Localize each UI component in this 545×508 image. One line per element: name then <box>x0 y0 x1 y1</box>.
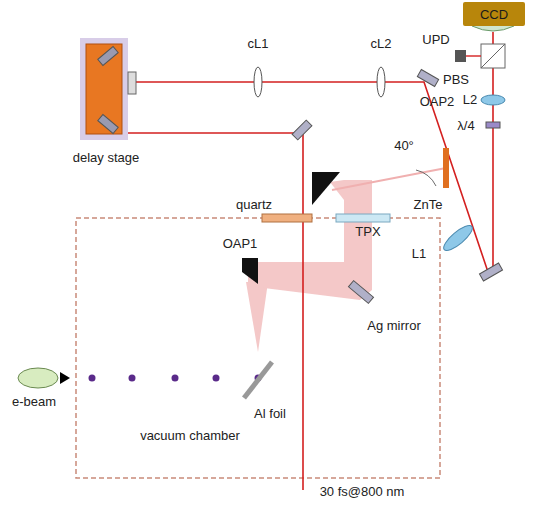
part-label: 30 fs@800 nm <box>320 485 405 499</box>
part-label: Ag mirror <box>367 319 420 333</box>
tpx-window <box>336 214 390 222</box>
part-label: L1 <box>412 247 426 261</box>
part-label: λ/4 <box>457 119 474 133</box>
part-label: delay stage <box>73 151 140 165</box>
part-label: ZnTe <box>414 198 443 212</box>
part-label: PBS <box>443 73 469 87</box>
laser-beam <box>128 32 493 490</box>
electron-source <box>18 368 58 388</box>
vacuum-chamber <box>76 218 440 478</box>
part-label: vacuum chamber <box>140 429 240 443</box>
cylindrical-lens <box>254 67 262 97</box>
cylindrical-lens <box>377 67 385 97</box>
part-label: 40° <box>394 139 414 153</box>
part-label: cL1 <box>248 37 269 51</box>
part-label: OAP1 <box>223 237 258 251</box>
part-label: e-beam <box>12 395 56 409</box>
quartz-window <box>262 214 312 222</box>
part-label: Al foil <box>254 407 286 421</box>
part-label: TPX <box>355 225 380 239</box>
part-label: cL2 <box>371 37 392 51</box>
part-label: quartz <box>236 198 272 212</box>
znte-crystal <box>443 148 449 188</box>
part-label: UPD <box>422 33 449 47</box>
delay-stage <box>80 38 128 140</box>
parabolic-mirror <box>312 172 340 205</box>
part-label: L2 <box>463 93 477 107</box>
camera-box: CCD <box>463 2 525 26</box>
node-label: CCD <box>480 7 508 22</box>
part-label: OAP2 <box>420 95 455 109</box>
parabolic-mirror <box>242 258 258 284</box>
